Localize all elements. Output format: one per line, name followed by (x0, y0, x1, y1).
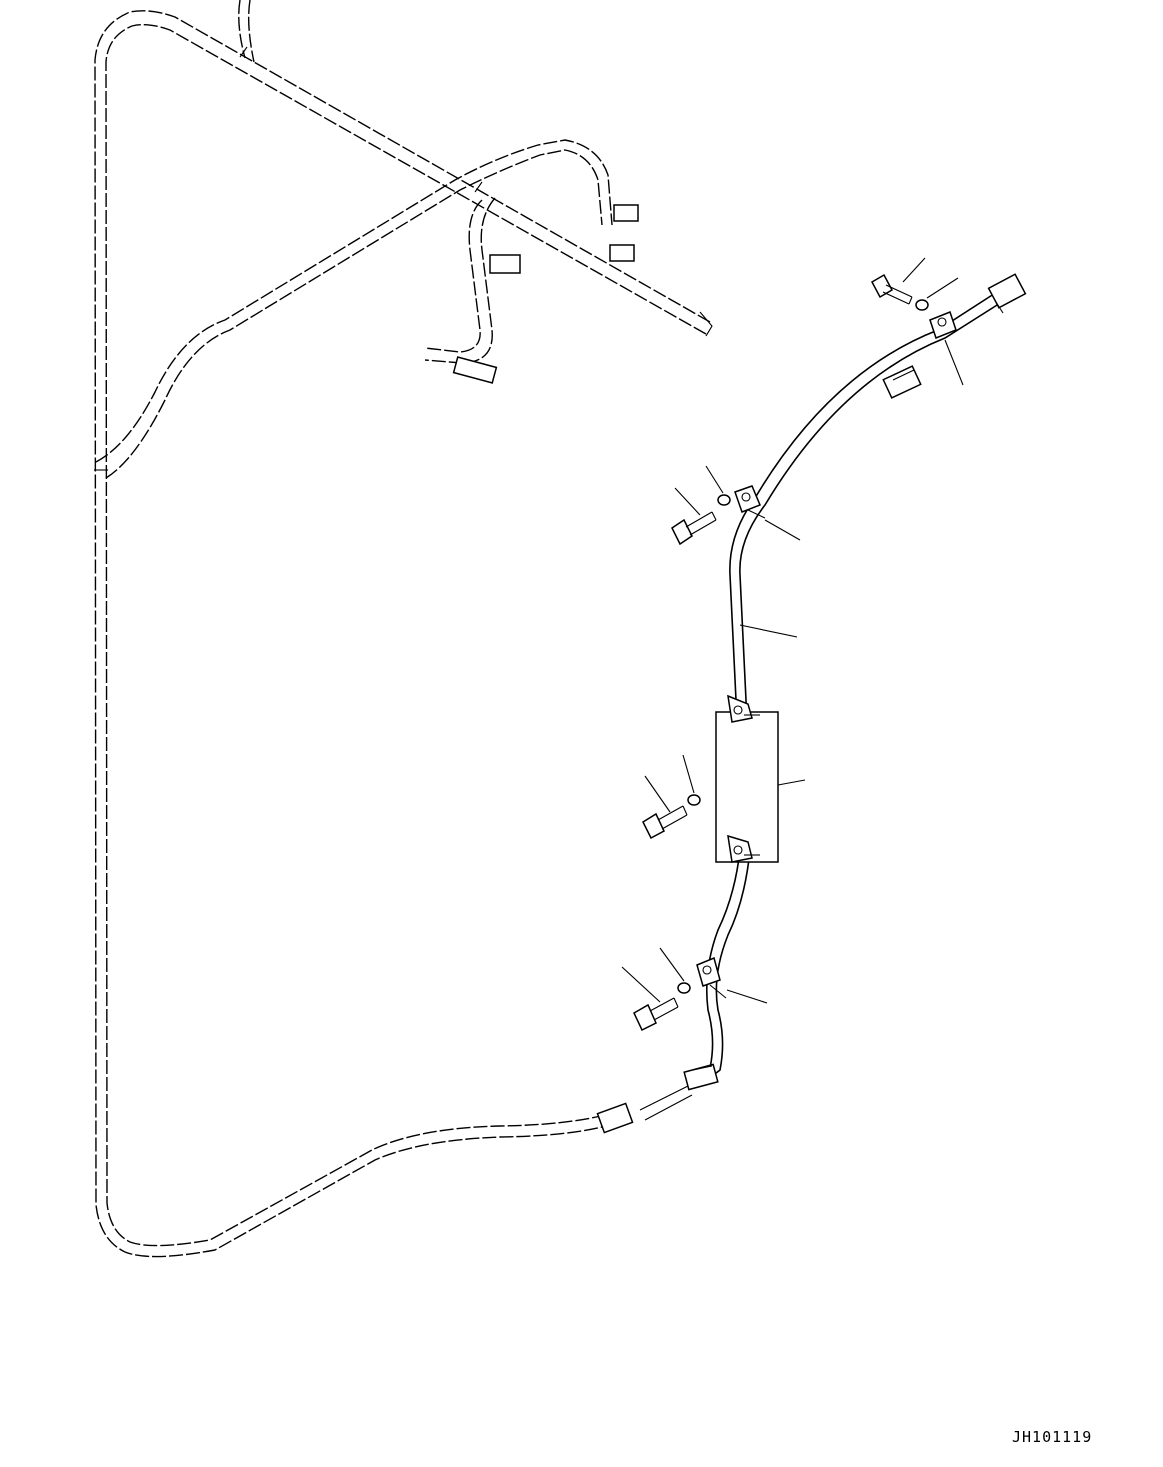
harness-outer-loop-inner (105, 23, 707, 1247)
drawing-code: JH101119 (1012, 1428, 1093, 1446)
bolt-1 (870, 273, 913, 305)
clamp-2 (734, 485, 766, 519)
leader-washer-2 (705, 465, 724, 494)
leader-bolt-3 (644, 775, 671, 813)
leader-washer-1 (926, 277, 959, 299)
leader-cover (777, 779, 806, 786)
leader-bolt-2 (674, 487, 701, 516)
bg-connector-b (609, 244, 635, 262)
connector-top-right (987, 273, 1027, 314)
washer-3 (687, 794, 701, 806)
leader-washer-4 (659, 947, 685, 982)
leader-clamp-1 (944, 339, 964, 386)
washer-2 (717, 494, 731, 506)
clamp-1 (929, 311, 957, 339)
drop-connector-1 (489, 254, 521, 274)
washer-4 (677, 982, 691, 994)
drop-connector-2 (452, 356, 498, 384)
leader-bolt-1 (902, 257, 926, 283)
harness-drop-line (424, 197, 496, 364)
bolt-4 (633, 997, 679, 1032)
mounting-cover (715, 694, 779, 863)
leader-bolt-4 (621, 966, 661, 1003)
leader-harness (739, 624, 798, 638)
bg-connector-a (613, 204, 639, 222)
bolt-2 (671, 511, 717, 546)
background-harness (94, 0, 713, 1258)
clamp-3 (696, 956, 727, 999)
connector-bottom (596, 1063, 719, 1134)
harness-diagonal-branch (105, 149, 603, 479)
harness-outer-loop-outer (94, 10, 711, 1258)
harness-top-branch (238, 0, 255, 63)
connector-side (882, 365, 922, 399)
leader-clamp-2 (764, 519, 801, 541)
leader-clamp-3 (726, 989, 768, 1004)
bolt-3 (642, 805, 688, 840)
connector-bottom-mate (596, 1102, 634, 1134)
leader-washer-3 (682, 754, 695, 794)
leader-lines (621, 257, 964, 1004)
washer-1 (915, 299, 929, 311)
main-wiring-harness (639, 289, 1006, 1121)
